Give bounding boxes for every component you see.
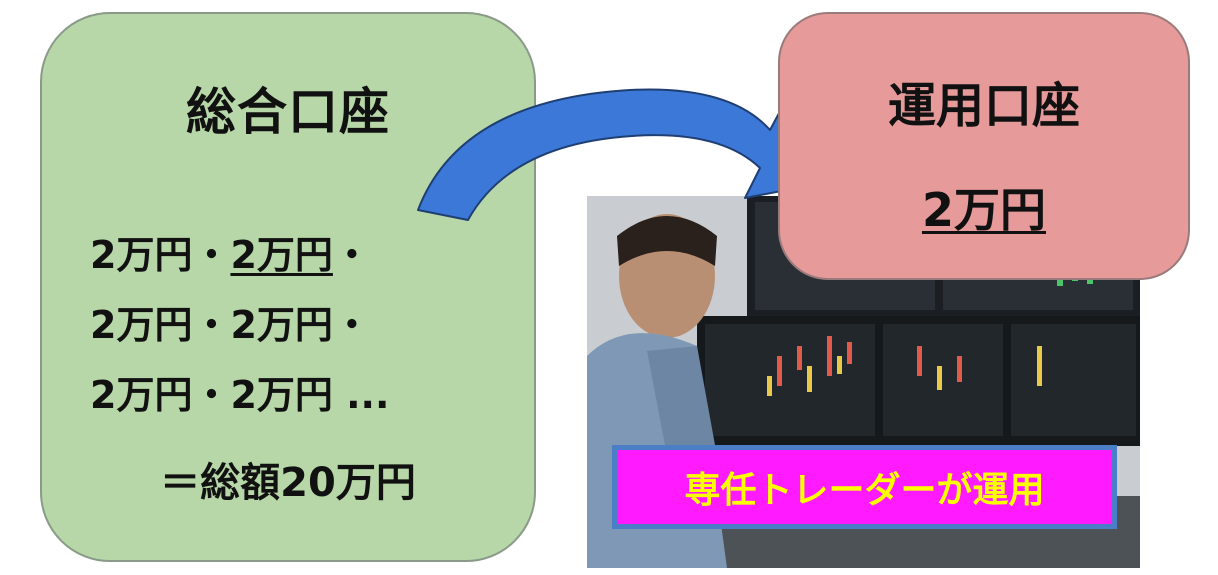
deposit-line-3: 2万円・2万円 ... — [90, 373, 390, 417]
dedicated-trader-caption: 専任トレーダーが運用 — [612, 445, 1117, 529]
deposit-line-1: 2万円・2万円・ — [90, 224, 371, 279]
general-account-title: 総合口座 — [186, 83, 390, 141]
managed-account-amount: 2万円 — [921, 183, 1046, 237]
managed-account-box: 運用口座 2万円 — [778, 12, 1190, 280]
dedicated-trader-caption-text: 専任トレーダーが運用 — [684, 470, 1045, 511]
deposit-line-1-c: ・ — [332, 233, 371, 277]
deposit-line-1-a: 2万円・ — [90, 233, 231, 277]
total-amount: ＝総額20万円 — [160, 460, 416, 506]
general-account-box: 総合口座 2万円・2万円・ 2万円・2万円・ 2万円・2万円 ... ＝総額20… — [40, 12, 536, 562]
managed-account-title: 運用口座 — [887, 78, 1080, 134]
deposit-line-1-highlight: 2万円 — [230, 233, 333, 277]
deposit-line-2: 2万円・2万円・ — [90, 303, 371, 347]
